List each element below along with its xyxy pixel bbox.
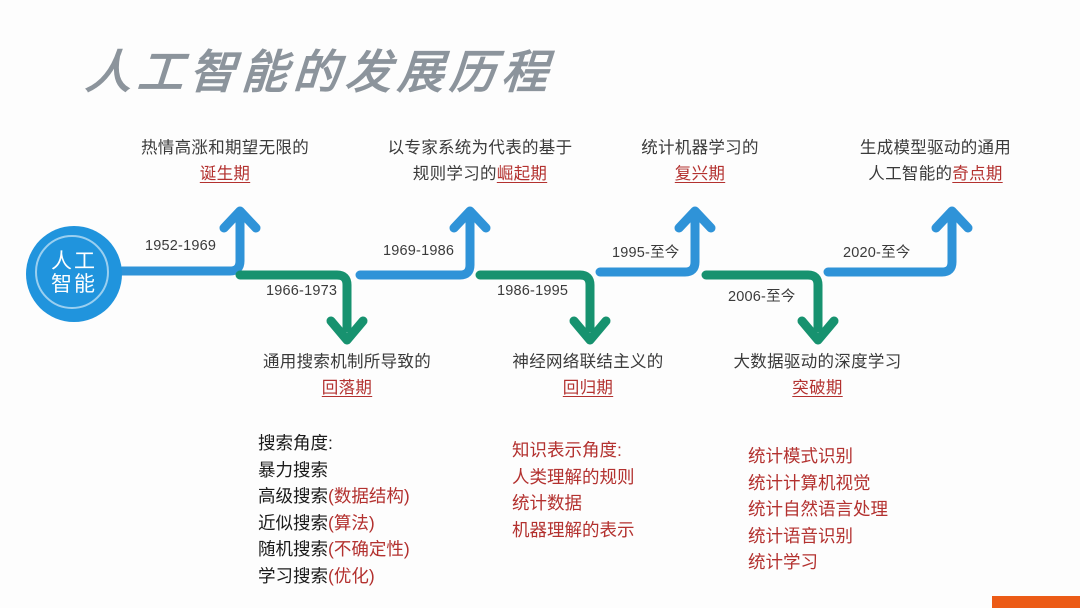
note-line-main: 机器理解的表示 bbox=[512, 519, 635, 540]
note-line: 高级搜索(数据结构) bbox=[258, 483, 410, 510]
period-bottom-2-name: 回归期 bbox=[562, 378, 614, 397]
period-bottom-3-name: 突破期 bbox=[792, 378, 843, 397]
period-bottom-2: 神经网络联结主义的 回归期 bbox=[488, 350, 688, 401]
edge-label-1995-present: 1995-至今 bbox=[612, 245, 680, 261]
note-line-main: 统计数据 bbox=[512, 493, 582, 514]
period-bottom-2-desc: 神经网络联结主义的 bbox=[512, 353, 664, 371]
edge-label-1952-1969: 1952-1969 bbox=[145, 238, 217, 254]
note-line: 暴力搜索 bbox=[258, 457, 410, 484]
note-line-qualifier: (优化) bbox=[328, 565, 375, 586]
note-line-qualifier: (不确定性) bbox=[328, 539, 410, 560]
note-statistics: 统计模式识别统计计算机视觉统计自然语言处理统计语音识别统计学习 bbox=[748, 443, 888, 576]
note-line: 知识表示角度: bbox=[512, 437, 635, 464]
note-line-main: 随机搜索 bbox=[258, 539, 328, 560]
period-top-4-desc2: 人工智能的 bbox=[868, 164, 953, 183]
period-bottom-3: 大数据驱动的深度学习 突破期 bbox=[710, 350, 925, 401]
period-bottom-1: 通用搜索机制所导致的 回落期 bbox=[237, 350, 457, 401]
period-bottom-1-name: 回落期 bbox=[321, 378, 373, 397]
period-top-3-name: 复兴期 bbox=[674, 164, 726, 183]
period-top-2: 以专家系统为代表的基于 规则学习的崛起期 bbox=[360, 136, 600, 187]
note-line-main: 学习搜索 bbox=[258, 565, 328, 586]
note-line: 近似搜索(算法) bbox=[258, 510, 410, 537]
note-line-main: 统计模式识别 bbox=[748, 446, 853, 466]
period-top-2-desc: 以专家系统为代表的基于 bbox=[387, 139, 573, 157]
root-node-line2: 智能 bbox=[51, 273, 97, 296]
note-line-main: 人类理解的规则 bbox=[512, 466, 635, 487]
note-line-main: 暴力搜索 bbox=[258, 459, 328, 480]
note-line-main: 统计学习 bbox=[748, 552, 818, 573]
note-line: 统计模式识别 bbox=[748, 443, 888, 470]
note-line-main: 统计语音识别 bbox=[748, 525, 853, 546]
period-top-2-desc2: 规则学习的 bbox=[412, 164, 497, 183]
note-line-main: 知识表示角度: bbox=[512, 440, 622, 460]
note-line-qualifier: (算法) bbox=[328, 512, 375, 533]
period-top-3: 统计机器学习的 复兴期 bbox=[605, 136, 795, 187]
edge-label-2006-present: 2006-至今 bbox=[728, 289, 796, 305]
note-line: 机器理解的表示 bbox=[512, 517, 635, 544]
period-top-3-desc: 统计机器学习的 bbox=[641, 139, 759, 157]
edge-label-1966-1973: 1966-1973 bbox=[266, 283, 338, 299]
root-node-ai[interactable]: 人工 智能 bbox=[26, 226, 122, 322]
page-title: 人工智能的发展历程 bbox=[83, 45, 556, 99]
note-line-main: 统计自然语言处理 bbox=[748, 499, 888, 520]
note-line-main: 高级搜索 bbox=[258, 486, 328, 507]
note-line-main: 统计计算机视觉 bbox=[748, 472, 871, 493]
note-line: 统计学习 bbox=[748, 549, 888, 576]
period-bottom-1-desc: 通用搜索机制所导致的 bbox=[263, 353, 431, 371]
note-line: 人类理解的规则 bbox=[512, 464, 635, 491]
note-line: 统计语音识别 bbox=[748, 523, 888, 550]
accent-bar bbox=[992, 596, 1080, 608]
period-top-4-desc: 生成模型驱动的通用 bbox=[859, 139, 1012, 157]
note-line: 统计自然语言处理 bbox=[748, 496, 888, 523]
note-line: 统计计算机视觉 bbox=[748, 470, 888, 497]
note-line: 学习搜索(优化) bbox=[258, 563, 410, 590]
period-top-4-name: 奇点期 bbox=[952, 164, 1003, 183]
period-top-1-name: 诞生期 bbox=[199, 164, 251, 183]
note-line: 统计数据 bbox=[512, 490, 635, 517]
note-line: 搜索角度: bbox=[258, 430, 410, 457]
note-knowledge: 知识表示角度: 人类理解的规则统计数据机器理解的表示 bbox=[512, 437, 635, 543]
period-top-1: 热情高涨和期望无限的 诞生期 bbox=[115, 136, 335, 187]
period-top-1-desc: 热情高涨和期望无限的 bbox=[141, 139, 309, 157]
note-line-qualifier: (数据结构) bbox=[328, 486, 410, 507]
root-node-line1: 人工 bbox=[51, 250, 97, 274]
note-line-main: 近似搜索 bbox=[258, 512, 328, 533]
edge-label-1986-1995: 1986-1995 bbox=[497, 283, 569, 299]
edge-label-1969-1986: 1969-1986 bbox=[383, 243, 455, 259]
period-bottom-3-desc: 大数据驱动的深度学习 bbox=[733, 353, 902, 371]
edge-label-2020-present: 2020-至今 bbox=[843, 245, 911, 261]
note-line-main: 搜索角度: bbox=[258, 433, 333, 453]
note-line: 随机搜索(不确定性) bbox=[258, 536, 410, 563]
note-search: 搜索角度:暴力搜索高级搜索(数据结构)近似搜索(算法)随机搜索(不确定性)学习搜… bbox=[258, 430, 410, 590]
period-top-2-name: 崛起期 bbox=[496, 164, 548, 183]
period-top-4: 生成模型驱动的通用 人工智能的奇点期 bbox=[828, 136, 1043, 187]
